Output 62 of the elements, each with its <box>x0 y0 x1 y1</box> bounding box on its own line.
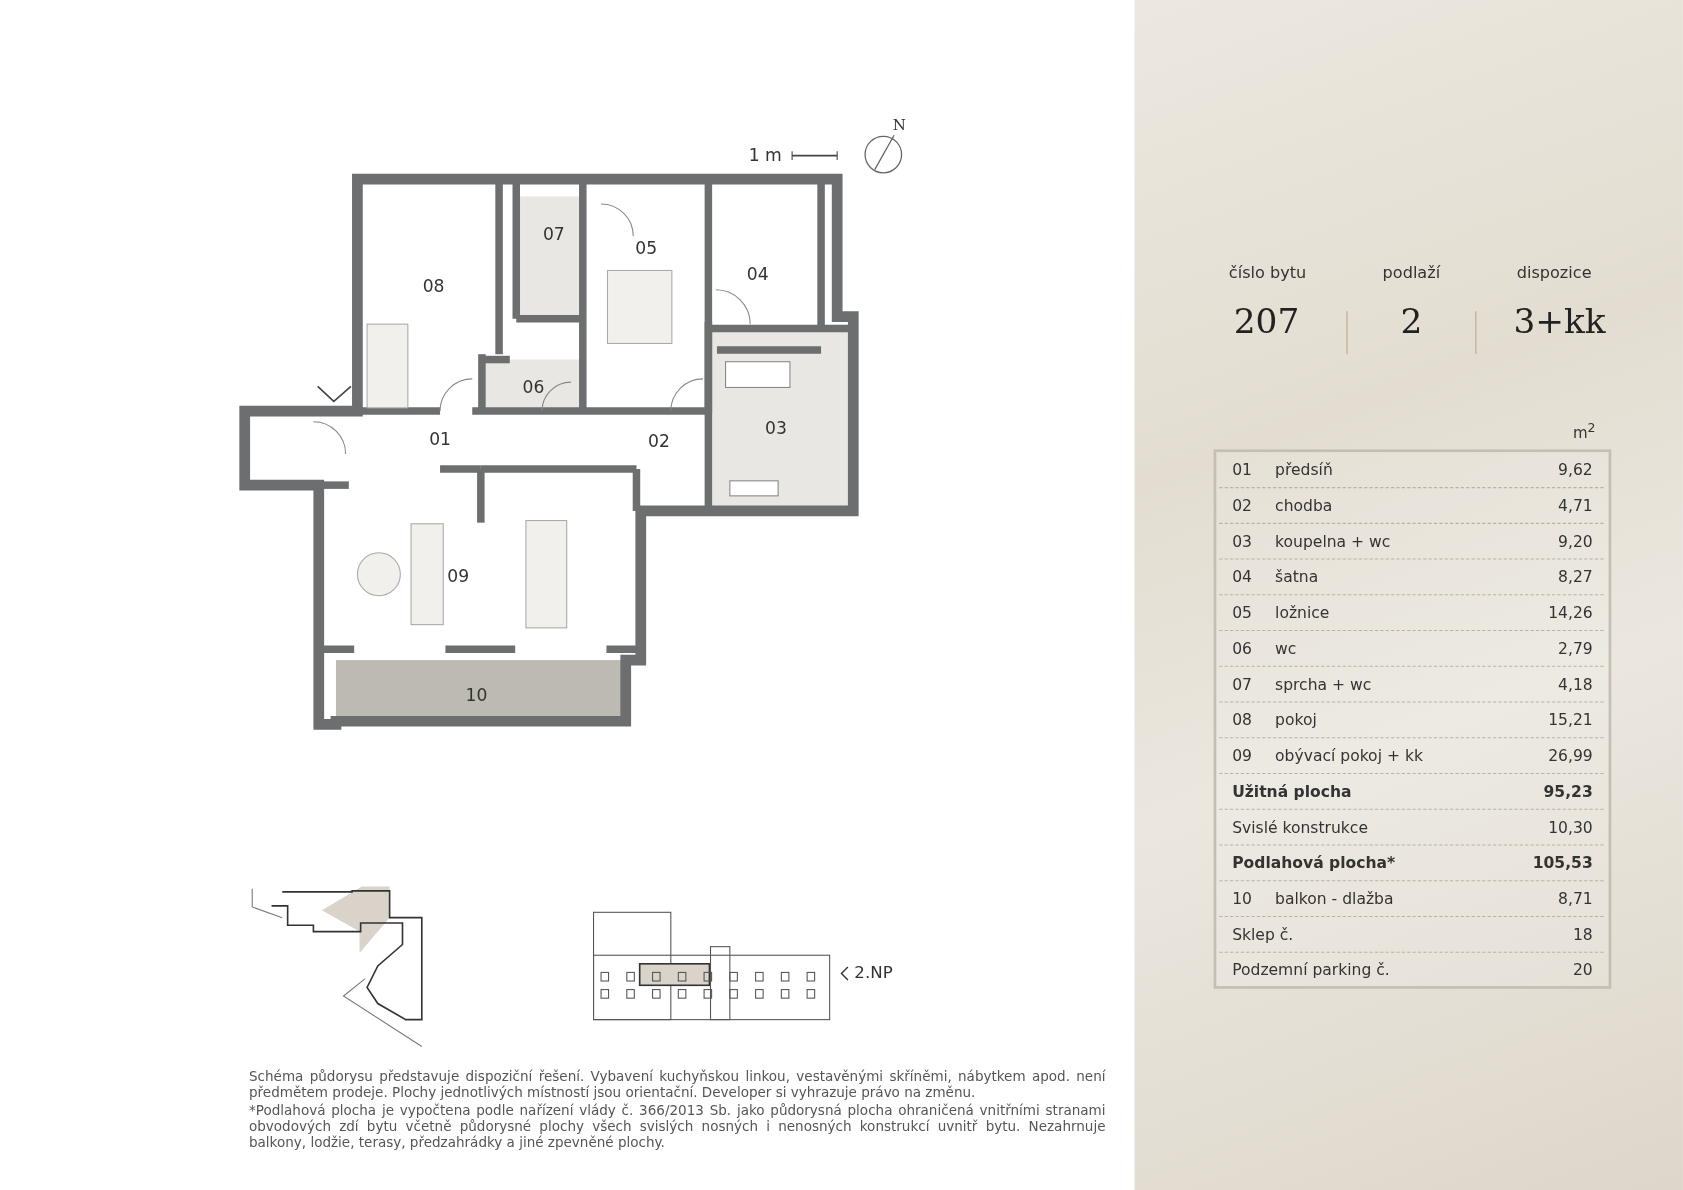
area-value: 8,71 <box>1558 890 1593 908</box>
field-value: 207 <box>1233 302 1300 342</box>
room-number: 09 <box>447 566 470 587</box>
row-number: 09 <box>1232 747 1252 765</box>
room-number: 01 <box>429 430 451 450</box>
row-number: 03 <box>1232 532 1252 551</box>
row-name: Svislé konstrukce <box>1232 818 1368 837</box>
area-value: 18 <box>1572 925 1593 944</box>
room-name: wc <box>1275 639 1297 658</box>
room-number: 04 <box>746 264 769 285</box>
area-value: 8,27 <box>1558 568 1593 587</box>
room-number: 03 <box>765 419 787 440</box>
footnote: Schéma půdorysu představuje dispoziční řešení. Vybavení kuchyňskou linkou, vestavěnými skříněmi, nábytkem apod. není předmětem prodeje. Plochy jednotlivých místností jsou orientační. Developer si vyhrazuje právo na změnu. <box>249 1067 1106 1101</box>
row-number: 10 <box>1232 890 1252 908</box>
room-name: sprcha + wc <box>1275 675 1372 694</box>
row-number: 01 <box>1232 461 1252 480</box>
row-number: 02 <box>1232 496 1252 515</box>
footnote: *Podlahová plocha je vypočtena podle nařízení vlády č. 366/2013 Sb. jako půdorysná plocha ohraničená vnitřními stranami obvodových zdí bytu včetně půdorysné plochy všech svislých nosných i nenosných konstrukcí uvnitř bytu. Nezahrnuje balkony, lodžie, terasy, předzahrádky a jiné zpevněné plochy. <box>249 1102 1106 1151</box>
room-number: 08 <box>422 276 445 297</box>
field-label: podlaží <box>1382 264 1441 283</box>
room-name: balkon - dlažba <box>1275 890 1394 908</box>
area-value: 9,20 <box>1558 532 1593 551</box>
room-number: 10 <box>465 685 488 706</box>
row-number: 05 <box>1232 604 1252 622</box>
row-number: 04 <box>1232 568 1252 587</box>
row-name: Podzemní parking č. <box>1232 961 1390 980</box>
room-number: 05 <box>635 239 658 259</box>
area-value: 4,71 <box>1558 496 1593 515</box>
floor-label: 2.NP <box>854 963 893 984</box>
room-name: obývací pokoj + kk <box>1275 747 1423 765</box>
scale-label: 1 m <box>748 145 782 166</box>
room-number: 07 <box>542 225 565 245</box>
room-number: 02 <box>648 432 670 453</box>
area-value: 14,26 <box>1548 604 1593 622</box>
room-name: chodba <box>1275 496 1333 515</box>
field-label: číslo bytu <box>1228 264 1307 283</box>
room-name: předsíň <box>1275 461 1333 480</box>
room-name: pokoj <box>1275 711 1317 730</box>
area-value: 20 <box>1572 961 1593 980</box>
area-value: 4,18 <box>1558 675 1593 694</box>
unit-label: m$^{2}$ <box>1572 421 1596 442</box>
field-value: 3+kk <box>1513 302 1606 342</box>
area-value: 26,99 <box>1548 747 1593 765</box>
area-value: 105,53 <box>1532 854 1593 873</box>
room-name: ložnice <box>1275 604 1330 622</box>
room-name: koupelna + wc <box>1275 532 1391 551</box>
field-label: dispozice <box>1516 264 1592 283</box>
room-name: šatna <box>1275 568 1319 587</box>
row-number: 08 <box>1232 711 1252 730</box>
room-number: 06 <box>522 377 545 398</box>
area-value: 10,30 <box>1548 818 1593 837</box>
row-number: 07 <box>1232 675 1252 694</box>
row-number: 06 <box>1232 639 1252 658</box>
area-value: 15,21 <box>1548 711 1593 730</box>
area-value: 2,79 <box>1558 639 1593 658</box>
area-value: 95,23 <box>1543 782 1593 801</box>
row-name: Sklep č. <box>1232 925 1294 944</box>
field-value: 2 <box>1400 302 1423 342</box>
row-name: Podlahová plocha* <box>1232 854 1396 873</box>
north-label: N <box>892 115 906 134</box>
row-name: Užitná plocha <box>1232 782 1352 801</box>
area-value: 9,62 <box>1558 461 1593 480</box>
